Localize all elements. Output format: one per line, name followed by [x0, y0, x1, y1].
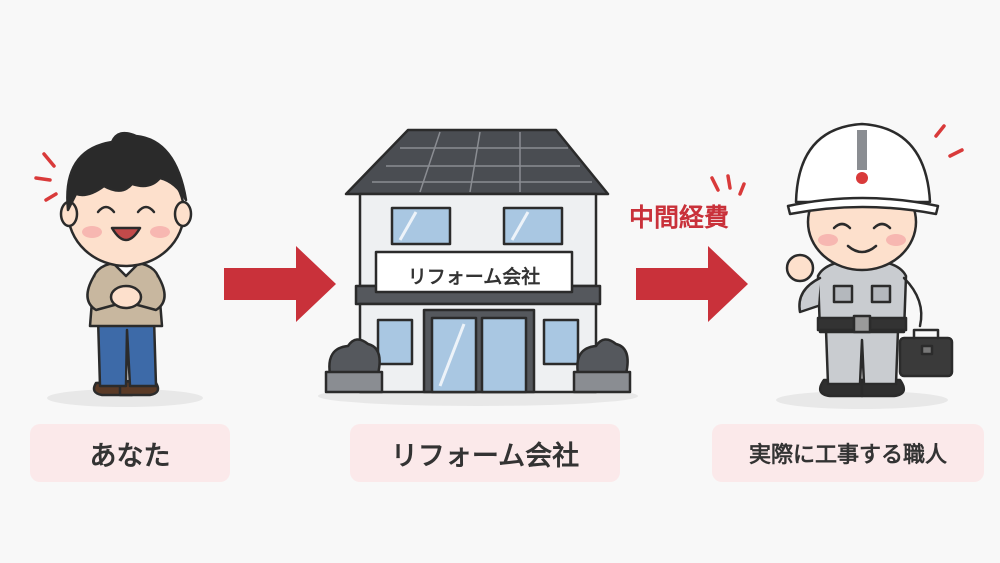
sparkle-marks: [934, 124, 964, 158]
arrow-right-icon: [636, 246, 748, 322]
node-label-craftsman: 実際に工事する職人: [712, 424, 984, 482]
building-sign: リフォーム会社: [407, 265, 541, 288]
node-label-you: あなた: [30, 424, 230, 482]
arrow-right-icon: [224, 246, 336, 322]
window-reflection: [398, 211, 530, 387]
craftsman-illustration: [785, 122, 954, 398]
person-illustration: [59, 131, 193, 397]
blush: [818, 234, 906, 246]
edge-label-intermediate-cost: 中間経費: [628, 203, 729, 232]
shadow: [776, 391, 948, 409]
shadow: [47, 389, 203, 407]
joy-marks: [34, 152, 58, 202]
emphasis-marks: [710, 174, 746, 196]
blush: [82, 226, 170, 238]
helmet-emblem: [856, 130, 868, 184]
building-illustration: [324, 128, 632, 394]
node-label-company: リフォーム会社: [350, 424, 620, 482]
